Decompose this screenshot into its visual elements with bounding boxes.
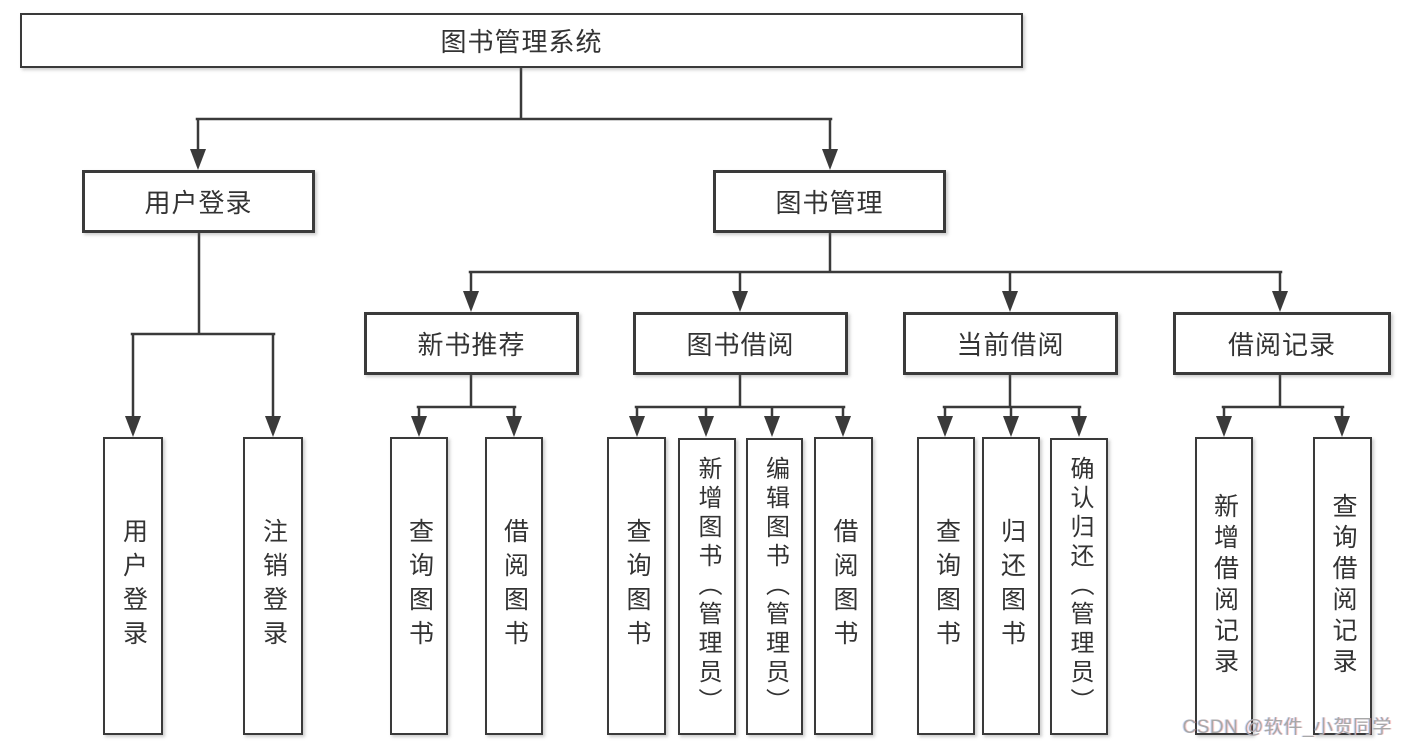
leaf-query-books-borrow: 查询图书 <box>607 437 666 735</box>
arrowhead-icon <box>1334 416 1350 437</box>
arrowhead-icon <box>937 416 953 437</box>
connector-borrowrecords-to-leaves <box>1221 373 1345 421</box>
node-library-management-system: 图书管理系统 <box>20 13 1023 68</box>
node-borrowing-records: 借阅记录 <box>1173 312 1391 375</box>
leaf-add-borrow-record: 新增借阅记录 <box>1195 437 1253 735</box>
arrowhead-icon <box>463 291 479 312</box>
leaf-query-books-current-label: 查询图书 <box>932 518 961 654</box>
arrowhead-icon <box>1071 416 1087 437</box>
leaf-logout-label: 注销登录 <box>259 518 288 654</box>
leaf-add-borrow-record-label: 新增借阅记录 <box>1210 493 1239 679</box>
leaf-borrow-books: 借阅图书 <box>814 437 873 735</box>
leaf-borrow-books-recommend-label: 借阅图书 <box>500 518 529 654</box>
leaf-query-books-recommend: 查询图书 <box>390 437 448 735</box>
arrowhead-icon <box>835 416 851 437</box>
leaf-query-borrow-record-label: 查询借阅记录 <box>1329 493 1357 679</box>
connector-bookmgmt-to-level3 <box>468 231 1283 296</box>
leaf-borrow-books-recommend: 借阅图书 <box>485 437 543 735</box>
watermark: CSDN @软件_小贺同学 <box>1182 717 1392 738</box>
connector-currentborrow-to-leaves <box>942 373 1082 421</box>
node-new-book-recommendation: 新书推荐 <box>364 312 579 375</box>
leaf-query-borrow-record: 查询借阅记录 <box>1313 437 1372 735</box>
leaf-user-login: 用户登录 <box>103 437 163 735</box>
connector-userlogin-to-leaves <box>130 231 276 421</box>
connector-bookborrow-to-leaves <box>634 373 846 421</box>
arrowhead-icon <box>822 149 838 170</box>
leaf-logout: 注销登录 <box>243 437 303 735</box>
leaf-edit-books-admin-label: 编辑图书（管理员） <box>761 456 789 717</box>
arrowhead-icon <box>732 291 748 312</box>
arrowhead-icon <box>506 416 522 437</box>
leaf-borrow-books-label: 借阅图书 <box>830 518 858 654</box>
leaf-return-books-label: 归还图书 <box>997 518 1026 654</box>
leaf-query-books-borrow-label: 查询图书 <box>623 518 651 654</box>
leaf-return-books: 归还图书 <box>982 437 1040 735</box>
connector-root-to-level2 <box>195 66 833 154</box>
leaf-add-books-admin-label: 新增图书（管理员） <box>694 456 721 717</box>
leaf-confirm-return-admin-label: 确认归还（管理员） <box>1066 456 1093 717</box>
leaf-user-login-label: 用户登录 <box>119 518 148 654</box>
leaf-confirm-return-admin: 确认归还（管理员） <box>1050 438 1108 735</box>
arrowhead-icon <box>1216 416 1232 437</box>
arrowhead-icon <box>764 416 780 437</box>
node-book-borrowing: 图书借阅 <box>633 312 848 375</box>
arrowhead-icon <box>190 149 206 170</box>
leaf-edit-books-admin: 编辑图书（管理员） <box>746 438 803 735</box>
leaf-add-books-admin: 新增图书（管理员） <box>678 438 736 735</box>
arrowhead-icon <box>265 416 281 437</box>
arrowhead-icon <box>698 416 714 437</box>
node-book-management: 图书管理 <box>713 170 946 233</box>
arrowhead-icon <box>411 416 427 437</box>
connector-newbookrec-to-leaves <box>416 373 517 421</box>
arrowhead-icon <box>629 416 645 437</box>
leaf-query-books-recommend-label: 查询图书 <box>405 518 434 654</box>
node-user-login: 用户登录 <box>82 170 315 233</box>
leaf-query-books-current: 查询图书 <box>917 437 975 735</box>
node-current-borrowing: 当前借阅 <box>903 312 1118 375</box>
arrowhead-icon <box>1002 291 1018 312</box>
arrowhead-icon <box>125 416 141 437</box>
arrowhead-icon <box>1003 416 1019 437</box>
arrowhead-icon <box>1272 291 1288 312</box>
